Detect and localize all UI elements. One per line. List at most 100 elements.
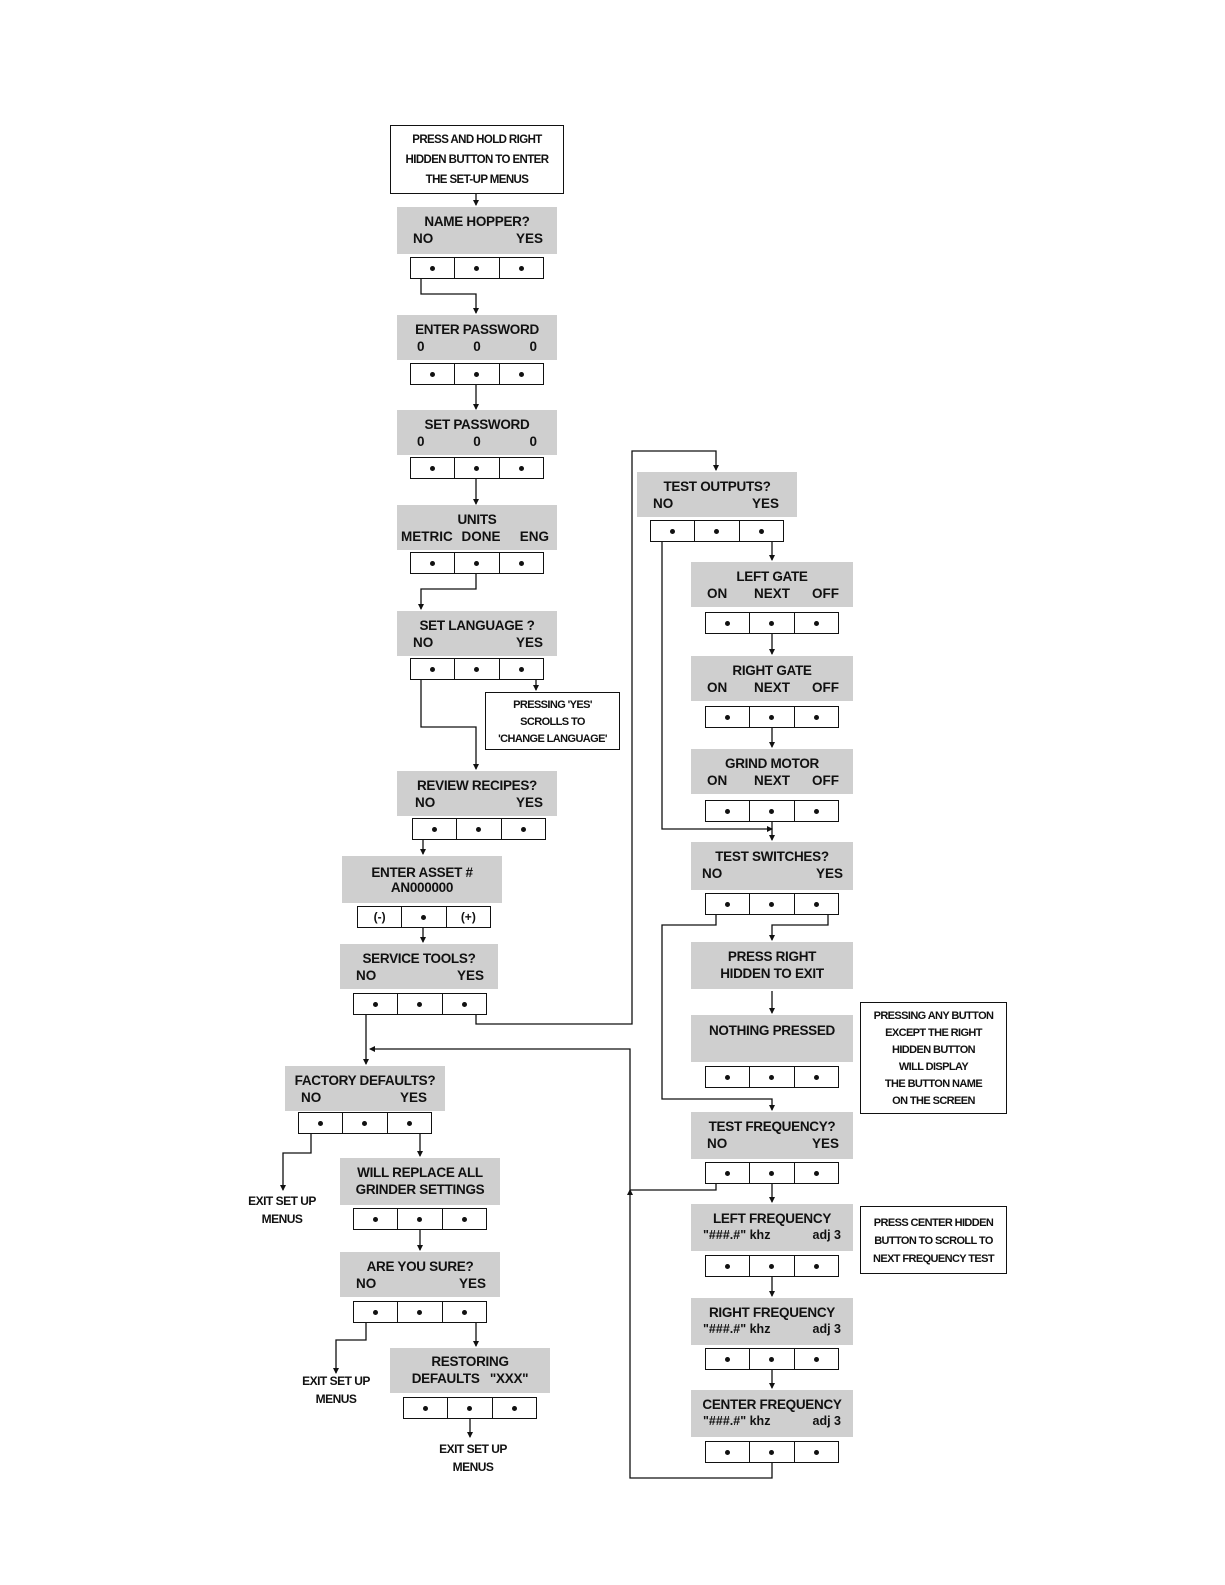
screen-title: SET LANGUAGE ?	[419, 618, 535, 633]
center-key[interactable]	[455, 258, 500, 278]
screen-title: TEST OUTPUTS?	[663, 479, 771, 494]
right-key[interactable]	[795, 1163, 838, 1183]
left-key[interactable]	[411, 659, 456, 679]
right-key[interactable]	[443, 994, 486, 1014]
center-key[interactable]	[750, 1163, 795, 1183]
left-key[interactable]	[706, 894, 751, 914]
center-key[interactable]	[750, 707, 795, 727]
screen-title: SET PASSWORD	[424, 417, 530, 432]
key-dot-icon	[417, 1001, 423, 1007]
test-frequency-screen: TEST FREQUENCY? NO YES	[691, 1112, 853, 1159]
left-key[interactable]	[706, 613, 751, 633]
right-option: YES	[515, 231, 543, 246]
center-key[interactable]	[343, 1113, 388, 1133]
center-key[interactable]	[402, 907, 447, 927]
center-key[interactable]	[750, 1349, 795, 1369]
right-key[interactable]	[500, 364, 543, 384]
center-hidden-note: PRESS CENTER HIDDEN BUTTON TO SCROLL TO …	[860, 1206, 1007, 1274]
center-key[interactable]	[455, 659, 500, 679]
left-key[interactable]	[706, 1067, 751, 1087]
plus-key[interactable]: (+)	[460, 910, 476, 924]
key-dot-icon	[373, 1216, 379, 1222]
right-key[interactable]	[500, 258, 543, 278]
right-key[interactable]	[795, 1256, 838, 1276]
note-line: THE BUTTON NAME	[884, 1078, 983, 1090]
right-key[interactable]	[795, 1067, 838, 1087]
left-key[interactable]	[706, 1349, 751, 1369]
note-line: WILL DISPLAY	[898, 1061, 969, 1073]
right-key[interactable]	[493, 1398, 536, 1418]
right-key[interactable]	[502, 819, 545, 839]
minus-key[interactable]: (-)	[358, 907, 403, 927]
right-key[interactable]	[500, 659, 543, 679]
left-key[interactable]	[651, 521, 696, 541]
center-key[interactable]	[750, 1442, 795, 1462]
right-key[interactable]	[795, 707, 838, 727]
center-key[interactable]	[457, 819, 502, 839]
left-key[interactable]	[413, 819, 458, 839]
left-key[interactable]	[299, 1113, 344, 1133]
left-key[interactable]	[354, 994, 399, 1014]
note-line: ON THE SCREEN	[892, 1095, 975, 1107]
key-dot-icon	[813, 714, 819, 720]
center-key[interactable]	[750, 1256, 795, 1276]
left-key[interactable]	[706, 1163, 751, 1183]
right-key[interactable]	[388, 1113, 431, 1133]
right-key[interactable]	[795, 1442, 838, 1462]
left-key[interactable]	[706, 1256, 751, 1276]
left-key[interactable]	[706, 801, 751, 821]
center-key[interactable]	[398, 1302, 443, 1322]
left-key[interactable]	[411, 553, 456, 573]
left-key[interactable]	[706, 707, 751, 727]
restoring-keypad	[403, 1397, 537, 1419]
key-dot-icon	[511, 1405, 517, 1411]
left-option: ON	[707, 586, 728, 601]
screen-title: RIGHT GATE	[732, 663, 812, 678]
frequency-reading: "###.#" khz	[703, 1322, 771, 1336]
right-key[interactable]	[795, 801, 838, 821]
screen-line2: HIDDEN TO EXIT	[720, 966, 824, 981]
right-key[interactable]	[795, 613, 838, 633]
adjust-value: adj 3	[812, 1322, 842, 1336]
factory-defaults-keypad	[298, 1112, 432, 1134]
right-frequency-screen: RIGHT FREQUENCY "###.#" khz adj 3	[691, 1298, 853, 1345]
center-key[interactable]	[750, 1067, 795, 1087]
are-you-sure-keypad	[353, 1301, 487, 1323]
right-key[interactable]	[500, 553, 543, 573]
units-screen: UNITS METRIC DONE ENG	[397, 505, 557, 550]
left-option: METRIC	[401, 529, 453, 544]
center-key[interactable]	[695, 521, 740, 541]
left-key[interactable]	[354, 1302, 399, 1322]
key-dot-icon	[518, 560, 524, 566]
left-key[interactable]	[354, 1209, 399, 1229]
left-key[interactable]	[411, 364, 456, 384]
enter-password-screen: ENTER PASSWORD 0 0 0	[397, 315, 557, 360]
note-line: PRESSING 'YES'	[513, 699, 592, 711]
center-key[interactable]	[398, 1209, 443, 1229]
right-key[interactable]	[443, 1209, 486, 1229]
left-key[interactable]	[404, 1398, 449, 1418]
right-key[interactable]	[443, 1302, 486, 1322]
center-key[interactable]	[750, 613, 795, 633]
start-note-line: HIDDEN BUTTON TO ENTER	[405, 154, 550, 166]
center-key[interactable]	[398, 994, 443, 1014]
left-key[interactable]	[411, 258, 456, 278]
left-key[interactable]	[411, 458, 456, 478]
right-key[interactable]	[795, 1349, 838, 1369]
center-key[interactable]	[750, 894, 795, 914]
center-key[interactable]	[455, 553, 500, 573]
key-dot-icon	[769, 1074, 775, 1080]
center-key[interactable]	[750, 801, 795, 821]
right-option: 0	[529, 339, 537, 354]
right-option: YES	[811, 1136, 839, 1151]
left-gate-screen: LEFT GATE ON NEXT OFF	[691, 562, 853, 607]
center-key[interactable]	[455, 364, 500, 384]
left-key[interactable]	[706, 1442, 751, 1462]
right-key[interactable]	[500, 458, 543, 478]
right-key[interactable]	[740, 521, 783, 541]
right-key[interactable]	[795, 894, 838, 914]
exit-line: EXIT SET UP	[302, 1374, 370, 1388]
screen-title: LEFT FREQUENCY	[712, 1211, 832, 1226]
center-key[interactable]	[455, 458, 500, 478]
center-key[interactable]	[448, 1398, 493, 1418]
